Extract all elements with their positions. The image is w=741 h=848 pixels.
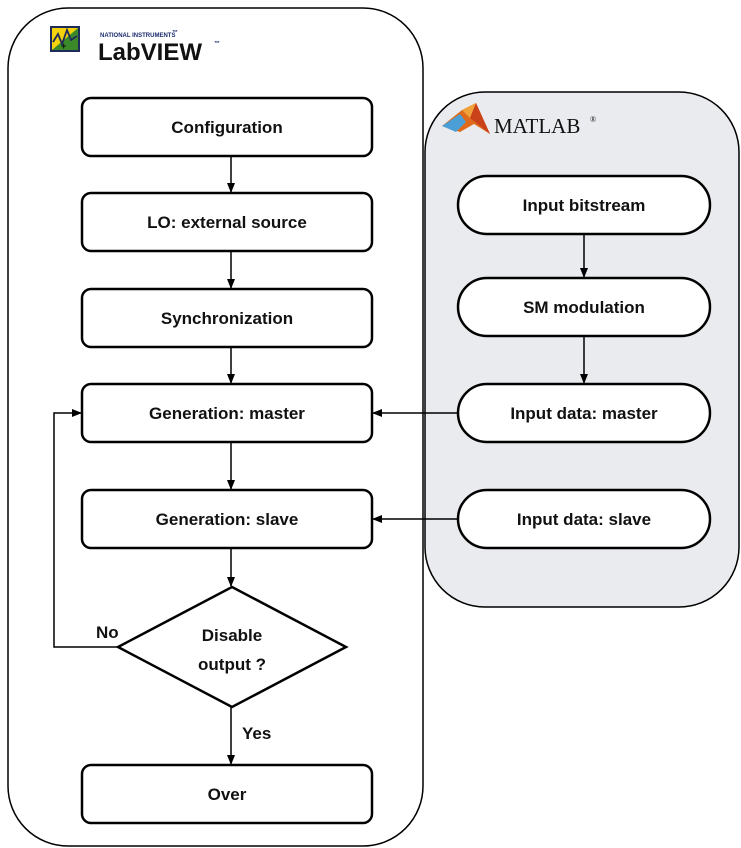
synchronization-label: Synchronization	[161, 309, 293, 328]
matlab-product-text: MATLAB	[494, 114, 580, 138]
matlab-registered-mark: ®	[590, 115, 596, 124]
box-lo-source: LO: external source	[80, 191, 374, 253]
matlab-connectors	[372, 234, 588, 523]
matlab-membrane-icon	[442, 103, 490, 134]
box-generation-master: Generation: master	[80, 382, 374, 444]
labview-product-tm: ™	[214, 40, 220, 47]
decision-line1: Disable	[202, 626, 262, 645]
over-label: Over	[208, 785, 247, 804]
configuration-label: Configuration	[171, 118, 282, 137]
no-label: No	[96, 623, 119, 642]
labview-connectors	[53, 156, 235, 765]
node-input-slave: Input data: slave	[456, 488, 712, 550]
decision-line2: output ?	[198, 655, 266, 674]
box-generation-slave: Generation: slave	[80, 488, 374, 550]
svg-text:+: +	[61, 41, 66, 51]
node-input-master: Input data: master	[456, 382, 712, 444]
labview-product-text: LabVIEW	[98, 39, 202, 66]
lo-source-label: LO: external source	[147, 213, 307, 232]
box-over: Over	[80, 763, 374, 825]
box-configuration: Configuration	[80, 96, 374, 158]
sm-modulation-label: SM modulation	[523, 298, 645, 317]
box-synchronization: Synchronization	[80, 287, 374, 349]
matlab-logo: MATLAB ®	[442, 103, 596, 138]
labview-logo: + NATIONAL INSTRUMENTS ™ LabVIEW ™	[50, 26, 220, 66]
labview-vendor-tm: ™	[172, 29, 178, 36]
labview-vendor-text: NATIONAL INSTRUMENTS	[100, 33, 175, 39]
input-bitstream-label: Input bitstream	[523, 196, 646, 215]
labview-logo-icon: +	[50, 26, 80, 52]
arrow-no-loop	[53, 409, 118, 648]
yes-label: Yes	[242, 724, 271, 743]
decision-disable-output: Disable output ?	[115, 585, 349, 709]
input-slave-label: Input data: slave	[517, 510, 651, 529]
node-sm-modulation: SM modulation	[456, 276, 712, 338]
input-master-label: Input data: master	[510, 404, 658, 423]
generation-master-label: Generation: master	[149, 404, 305, 423]
generation-slave-label: Generation: slave	[156, 510, 299, 529]
node-input-bitstream: Input bitstream	[456, 174, 712, 236]
